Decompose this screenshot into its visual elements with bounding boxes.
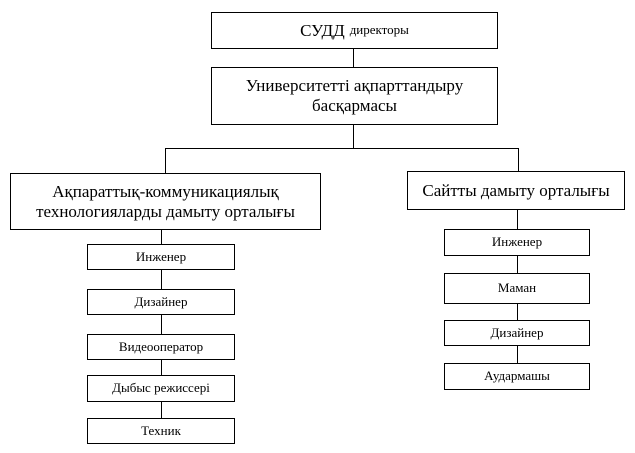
left-staff-box: Видеооператор	[87, 334, 235, 360]
left-staff-box: Дизайнер	[87, 289, 235, 315]
connector-to-left-center	[165, 148, 166, 174]
connector-department-down	[353, 125, 354, 149]
left-staff-box: Техник	[87, 418, 235, 444]
left-staff-label: Видеооператор	[118, 338, 204, 354]
department-box: Университетті ақпарттандыру басқармасы	[211, 67, 498, 125]
right-staff-box: Дизайнер	[444, 320, 590, 346]
right-staff-label: Инженер	[491, 234, 543, 250]
director-title: СУДД	[300, 20, 345, 40]
left-center-label: Ақпараттық-коммуникациялық технологиялар…	[36, 181, 295, 221]
connector-to-right-center	[518, 148, 519, 171]
left-staff-label: Инженер	[135, 248, 187, 264]
right-staff-box: Инженер	[444, 229, 590, 256]
left-center-box: Ақпараттық-коммуникациялық технологиялар…	[10, 173, 321, 230]
right-staff-label: Дизайнер	[490, 324, 544, 340]
left-staff-box: Дыбыс режиссері	[87, 375, 235, 402]
director-subtitle: директоры	[349, 22, 409, 38]
right-center-label: Сайтты дамыту орталығы	[422, 180, 610, 200]
right-center-box: Сайтты дамыту орталығы	[407, 171, 625, 210]
left-staff-label: Дизайнер	[134, 293, 188, 309]
connector-horizontal-branch	[165, 148, 519, 149]
right-staff-label: Маман	[497, 280, 537, 296]
connector-root-to-department	[353, 48, 354, 68]
left-staff-label: Техник	[141, 422, 181, 438]
director-box: СУДД директоры	[211, 12, 498, 49]
right-staff-box: Маман	[444, 273, 590, 304]
left-staff-box: Инженер	[87, 244, 235, 270]
department-label: Университетті ақпарттандыру басқармасы	[245, 76, 464, 115]
connector-left-staff-spine	[161, 229, 162, 419]
right-staff-label: Аудармашы	[484, 368, 550, 384]
right-staff-box: Аудармашы	[444, 363, 590, 390]
left-staff-label: Дыбыс режиссері	[112, 380, 210, 396]
